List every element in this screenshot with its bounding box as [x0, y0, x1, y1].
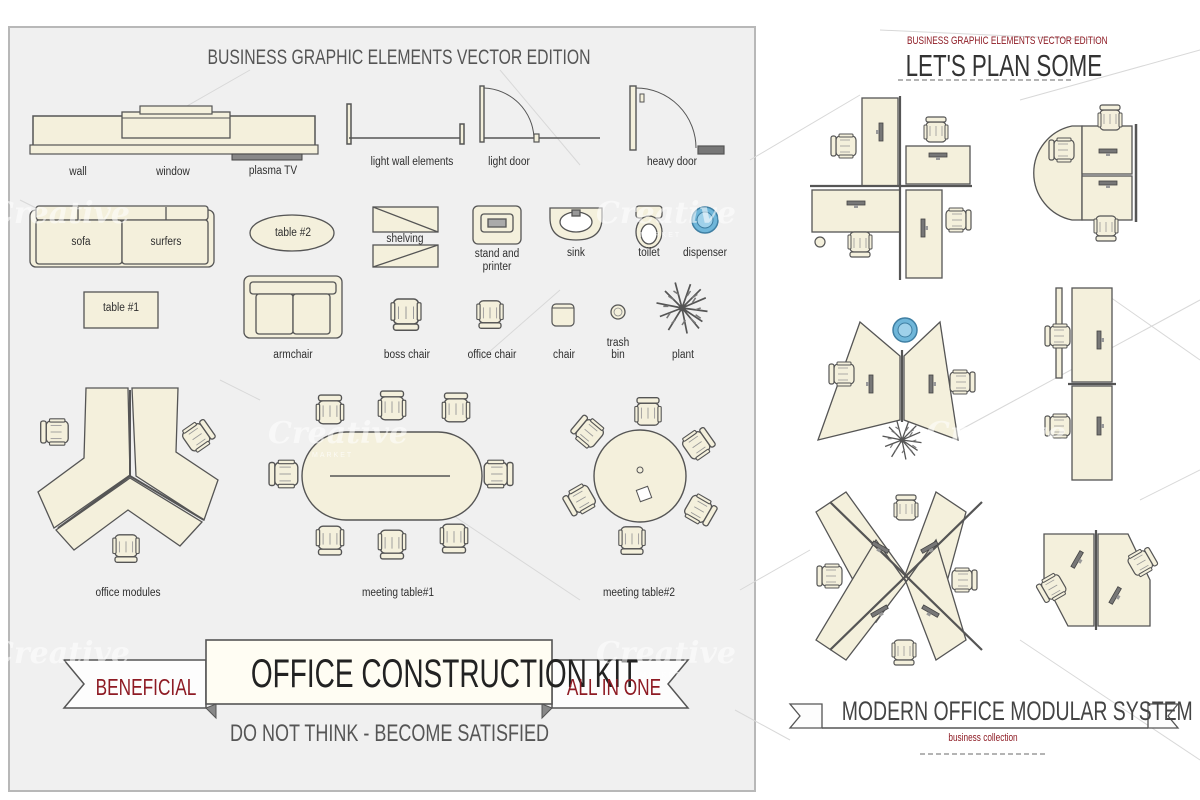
label-meeting-table1: meeting table#1	[361, 587, 435, 599]
label-light-door: light door	[488, 156, 530, 168]
shelving-graphic	[372, 206, 439, 268]
label-table1: table #1	[102, 302, 140, 314]
label-meeting-table2: meeting table#2	[602, 587, 676, 599]
dispenser-graphic	[691, 206, 719, 234]
sofa-graphic	[29, 205, 215, 268]
label-shelving: shelving	[386, 233, 424, 245]
right-footer-title: MODERN OFFICE MODULAR SYSTEM	[841, 696, 1193, 726]
workstation-cluster-cross	[810, 96, 972, 280]
label-wall: wall	[69, 166, 87, 178]
boss-chair-graphic	[390, 298, 422, 331]
label-table2: table #2	[274, 227, 312, 239]
office-modules-graphic	[37, 387, 219, 551]
label-chair: chair	[553, 349, 575, 361]
workstation-cluster-x	[815, 491, 983, 661]
window-graphic	[121, 105, 231, 139]
plasma-tv-graphic	[231, 153, 303, 161]
label-office-chair: office chair	[467, 349, 517, 361]
toilet-graphic	[635, 205, 663, 249]
right-title: LET'S PLAN SOME	[905, 48, 1103, 83]
banner-tagline: DO NOT THINK - BECOME SATISFIED	[230, 720, 550, 747]
label-stand-printer-2: printer	[482, 261, 512, 273]
banner-left-text: BENEFICIAL	[95, 674, 197, 700]
label-boss-chair: boss chair	[383, 349, 431, 361]
label-plasma-tv: plasma TV	[248, 165, 298, 177]
meeting-table1-graphic	[301, 431, 483, 521]
label-armchair: armchair	[273, 349, 313, 361]
meeting-table2-graphic	[593, 429, 687, 523]
label-office-modules: office modules	[95, 587, 161, 599]
label-stand-printer-1: stand and	[474, 248, 520, 260]
left-subtitle: BUSINESS GRAPHIC ELEMENTS VECTOR EDITION	[207, 46, 591, 69]
label-trash-bin-2: bin	[611, 349, 625, 361]
right-small-title: BUSINESS GRAPHIC ELEMENTS VECTOR EDITION	[907, 35, 1108, 47]
label-dispenser: dispenser	[683, 247, 727, 259]
heavy-door-graphic	[629, 85, 725, 155]
workstation-cluster-round	[1033, 124, 1138, 222]
label-light-wall-elements: light wall elements	[370, 156, 454, 168]
sink-graphic	[549, 207, 603, 241]
trash-bin-graphic	[610, 304, 626, 320]
plant-graphic	[655, 281, 709, 335]
printer-graphic	[472, 205, 522, 245]
label-toilet: toilet	[638, 247, 660, 259]
label-plant: plant	[672, 349, 694, 361]
right-footer-ribbon	[788, 703, 1180, 755]
table1-graphic	[83, 291, 159, 329]
label-trash-bin-1: trash	[606, 337, 630, 349]
armchair-graphic	[243, 275, 343, 339]
label-sink: sink	[566, 247, 585, 259]
banner-ribbon	[62, 639, 690, 720]
banner-center-title: OFFICE CONSTRUCTION KIT	[250, 652, 639, 696]
workstation-cluster-v	[816, 320, 959, 441]
right-footer-sub: business collection	[948, 732, 1018, 744]
light-wall-graphic	[346, 103, 465, 145]
workstation-cluster-stack	[1055, 287, 1116, 481]
chair-graphic	[551, 303, 575, 327]
office-chair-graphic	[476, 300, 504, 329]
banner-right-text: ALL IN ONE	[566, 674, 662, 700]
table2-graphic	[249, 214, 335, 252]
label-heavy-door: heavy door	[646, 156, 698, 168]
label-surfers: surfers	[150, 236, 182, 248]
label-sofa: sofa	[71, 236, 91, 248]
label-window: window	[156, 166, 190, 178]
light-door-graphic	[479, 85, 600, 143]
